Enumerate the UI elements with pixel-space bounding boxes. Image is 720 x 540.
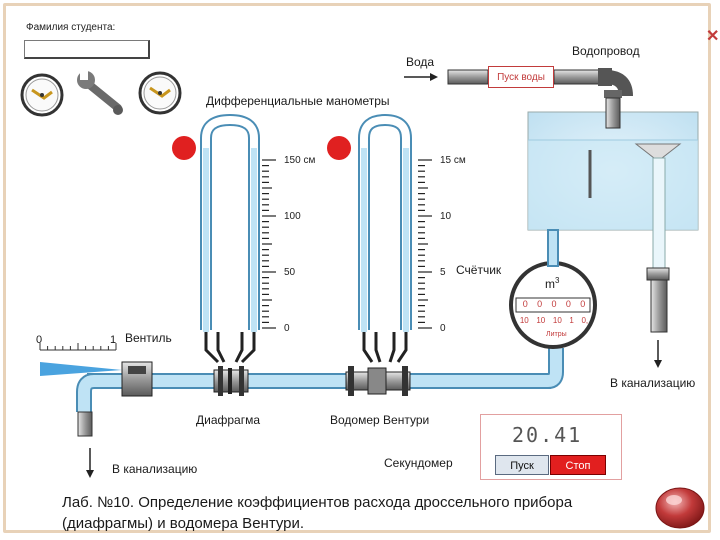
stopwatch-start-button[interactable]: Пуск <box>495 455 549 475</box>
student-name-label: Фамилия студента: <box>26 22 116 33</box>
diaphragm-label: Диафрагма <box>196 413 261 427</box>
meter-digit: 0 <box>537 299 543 309</box>
meter-sub-label: 0, <box>581 316 589 325</box>
counter-label: Счётчик <box>456 263 502 277</box>
scale-label: 100 <box>284 211 301 222</box>
drain-left-label: В канализацию <box>112 462 198 476</box>
pressure-gauge-icon[interactable] <box>138 71 182 115</box>
overflow-funnel <box>634 143 682 368</box>
valve[interactable] <box>121 361 153 397</box>
meter-sub-label: 1 <box>569 316 574 325</box>
water-label: Вода <box>406 55 435 69</box>
scale-label: 0 <box>284 323 290 334</box>
wrench-icon[interactable] <box>77 70 123 115</box>
water-supply-label: Водопровод <box>572 44 640 58</box>
drain-right-label: В канализацию <box>610 376 696 390</box>
valve-max-label: 1 <box>110 334 117 346</box>
manometers-label: Дифференциальные манометры <box>206 94 390 108</box>
lab-title-line-2: (диафрагмы) и водомера Вентури. <box>62 515 305 532</box>
meter-sub-labels: 10 10 10 1 0, <box>516 316 592 325</box>
meter-digit: 0 <box>522 299 528 309</box>
scale-label: 50 <box>284 267 296 278</box>
indicator-light-1 <box>172 136 196 160</box>
stopwatch-display: 20.41 <box>512 423 583 447</box>
main-pipe <box>87 373 551 389</box>
student-name-input[interactable] <box>24 40 150 59</box>
scale-label: 10 <box>440 211 452 222</box>
stopwatch-stop-button[interactable]: Стоп <box>550 455 606 475</box>
meter-digit: 0 <box>580 299 586 309</box>
valve-slider[interactable] <box>40 349 122 376</box>
scale-label: 0 <box>440 323 446 334</box>
lab-title-line-1: Лаб. №10. Определение коэффициентов расх… <box>62 494 573 511</box>
valve-label: Вентиль <box>125 331 172 345</box>
valve-min-label: 0 <box>36 334 43 346</box>
manometer-2 <box>358 113 412 332</box>
stopwatch-label: Секундомер <box>384 456 453 470</box>
manometer-1-scale: 150 см 100 50 0 <box>262 155 315 334</box>
meter-digit: 0 <box>565 299 571 309</box>
meter-digit: 0 <box>551 299 557 309</box>
indicator-light-2 <box>327 136 351 160</box>
meter-sub-label: 10 <box>519 316 529 325</box>
close-icon[interactable]: ✕ <box>706 28 720 45</box>
pressure-gauge-icon[interactable] <box>20 73 64 117</box>
scale-label: 150 см <box>284 155 315 166</box>
next-button[interactable] <box>655 487 705 529</box>
diaphragm-fitting <box>213 366 249 396</box>
meter-sub-label: 10 <box>536 316 546 325</box>
water-tank <box>527 111 699 231</box>
water-start-button[interactable]: Пуск воды <box>488 66 554 88</box>
venturi-label: Водомер Вентури <box>330 413 430 427</box>
meter-unit: m3 <box>545 276 560 291</box>
scale-label: 5 <box>440 267 446 278</box>
manometer-1 <box>200 113 260 332</box>
meter-sub-label: 10 <box>552 316 562 325</box>
scale-label: 15 см <box>440 155 466 166</box>
window-border <box>3 3 711 533</box>
venturi-meter-fitting <box>345 366 411 396</box>
manometer-2-scale: 15 см 10 5 0 <box>418 155 466 334</box>
meter-small-label: Литры <box>546 331 567 338</box>
